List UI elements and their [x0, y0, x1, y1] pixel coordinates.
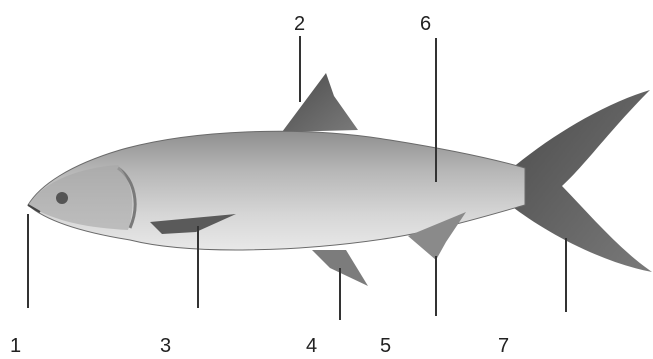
label-1: 1 — [10, 335, 21, 357]
eye — [56, 192, 68, 204]
fish-illustration — [28, 73, 652, 286]
label-6: 6 — [420, 13, 431, 35]
label-5: 5 — [380, 335, 391, 357]
caudal-fin — [510, 90, 652, 272]
label-2: 2 — [294, 13, 305, 35]
label-4: 4 — [306, 335, 317, 357]
label-7: 7 — [498, 335, 509, 357]
dorsal-fin — [282, 73, 358, 132]
label-3: 3 — [160, 335, 171, 357]
head-shade — [28, 165, 132, 230]
